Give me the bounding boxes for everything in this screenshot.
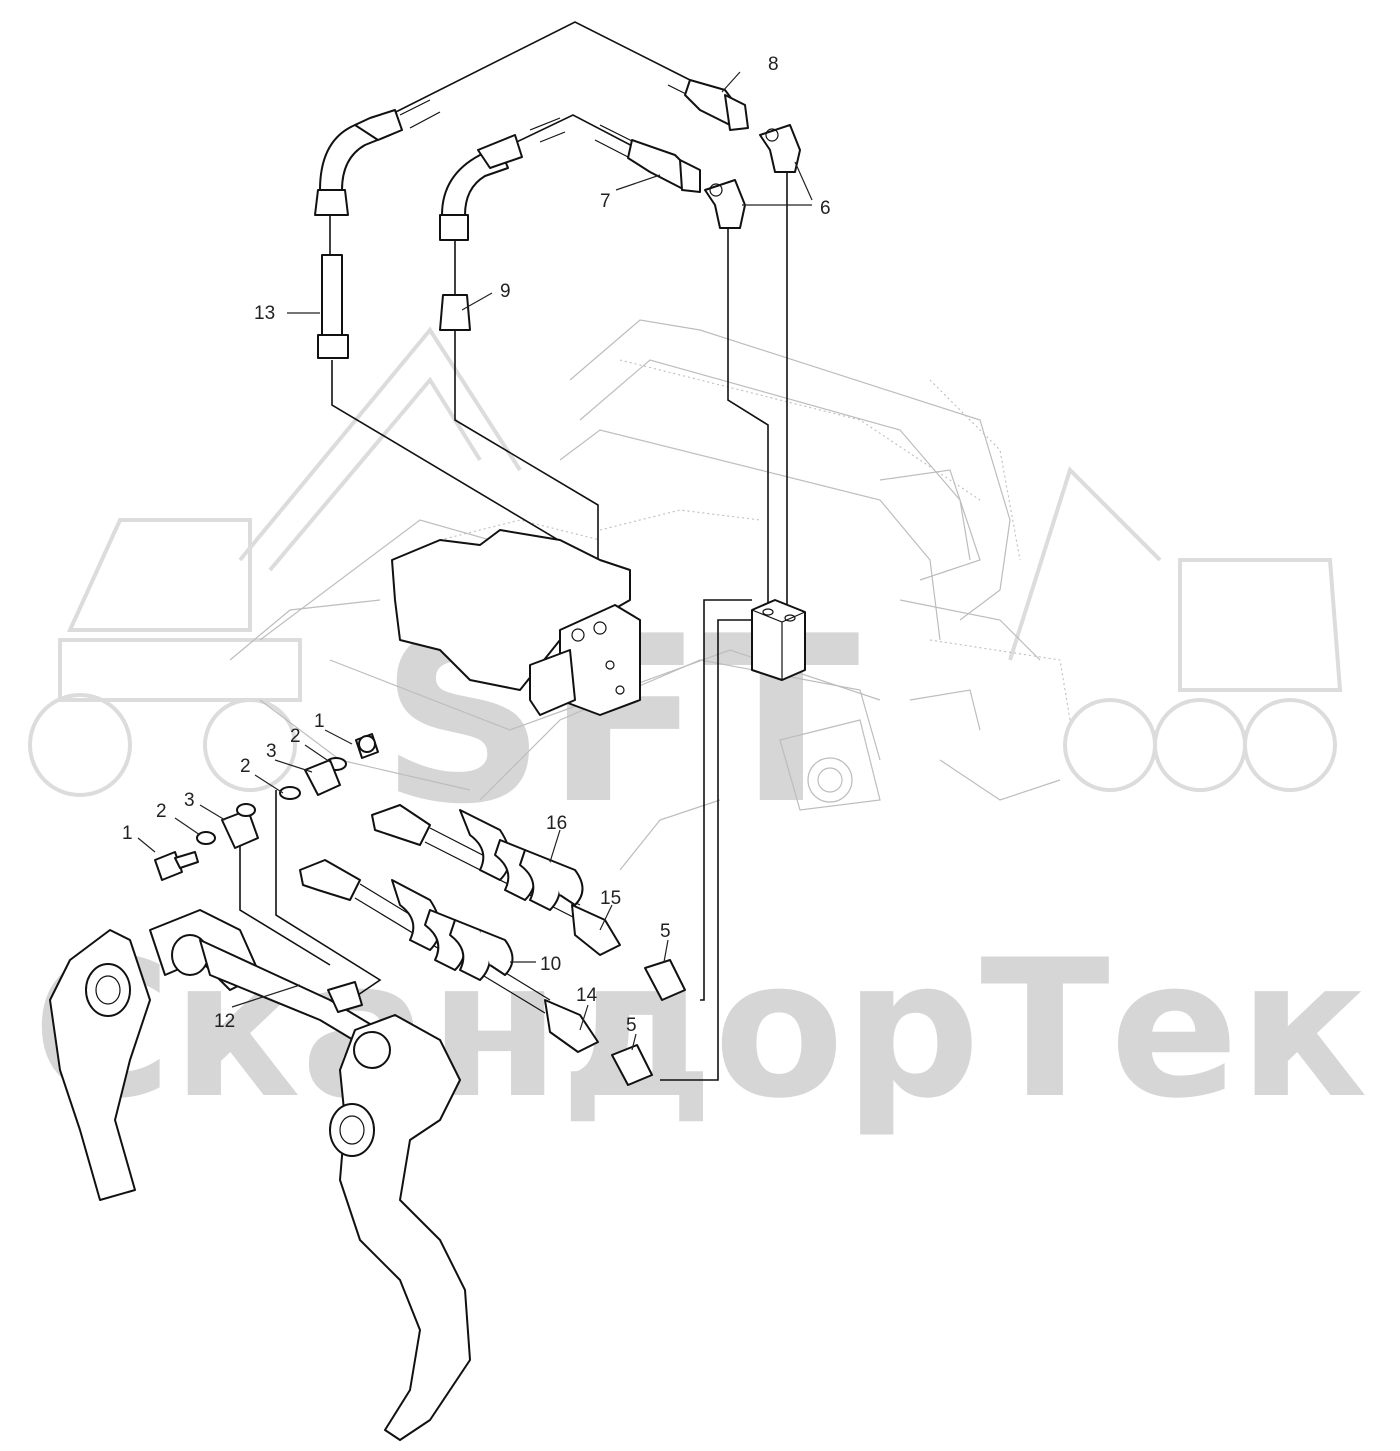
elbow-fitting-6-lower [704,179,746,229]
callout-1-lower: 1 [122,823,133,844]
callout-6: 6 [820,198,831,219]
callout-3-upper: 3 [266,741,277,762]
hose-13 [314,99,441,359]
callout-12: 12 [214,1011,235,1032]
spiral-guard-10 [391,879,514,981]
watermark-excavator-arm-icon [238,326,522,572]
adapter-fitting-5-lower [611,1044,653,1086]
callout-14: 14 [576,985,598,1006]
callout-7: 7 [600,191,611,212]
spiral-guard-16 [459,809,584,911]
callout-5-lower: 5 [626,1015,637,1036]
hose-7 [594,124,701,193]
grapple-tongs [49,909,471,1441]
callout-8: 8 [768,54,779,75]
callout-1-upper: 1 [314,711,325,732]
control-valve-block [391,529,641,716]
callout-10: 10 [540,954,561,975]
fitting-cluster-lower [154,803,259,881]
hose-9 [439,117,566,331]
hydraulic-routing-lines [239,21,788,1081]
callout-9: 9 [500,281,511,302]
callout-2-upper: 2 [290,726,301,747]
callout-2-lower: 2 [156,801,167,822]
callout-5-upper: 5 [660,921,671,942]
hose-8 [667,69,749,131]
callout-labels: 8 7 6 9 13 1 2 3 2 3 2 1 16 15 5 10 14 5… [122,54,831,1036]
adapter-fitting-5-upper [644,959,686,1001]
callout-16: 16 [546,813,567,834]
watermark-company-name: СкандорТек [32,919,1367,1140]
elbow-fitting-6-upper [759,124,801,173]
callout-leaders [137,71,813,1051]
junction-block [751,599,806,681]
watermark-loader-right-icon [1008,466,1343,792]
watermark-tractor-left-icon [28,518,302,797]
callout-13: 13 [254,303,275,324]
callout-2-middle: 2 [240,756,251,777]
callout-3-lower: 3 [184,790,195,811]
callout-15: 15 [600,888,621,909]
fitting-cluster-upper [279,733,379,800]
